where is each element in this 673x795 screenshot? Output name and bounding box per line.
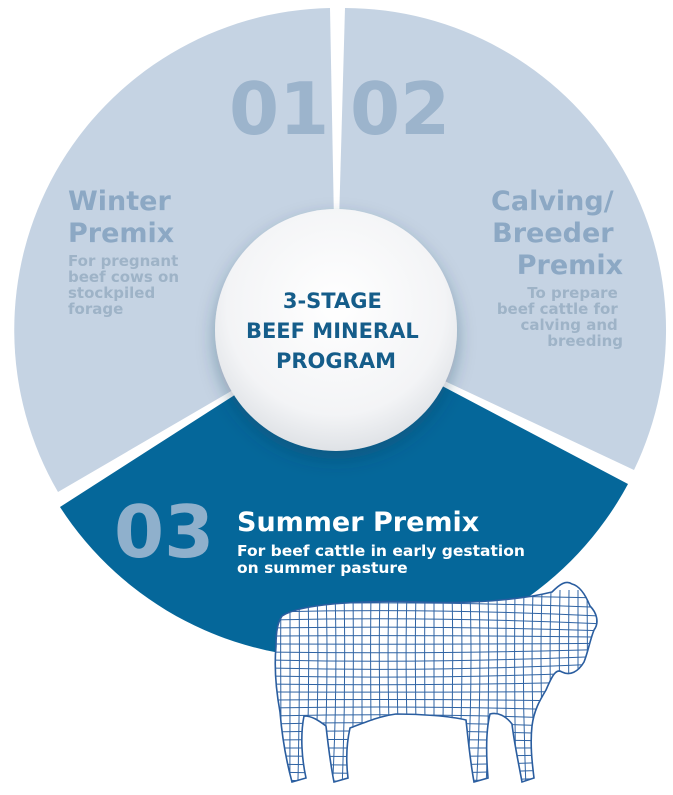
calving-title: Calving/ Breeder Premix bbox=[491, 186, 623, 281]
summer-title: Summer Premix bbox=[237, 507, 479, 538]
winter-description: For pregnant beef cows on stockpiled for… bbox=[68, 252, 184, 318]
winter-title: Winter Premix bbox=[68, 186, 180, 249]
segment-summer bbox=[60, 330, 628, 658]
calving-description: To prepare beef cattle for calving and b… bbox=[497, 284, 623, 350]
wireframe-cow-icon bbox=[274, 581, 598, 784]
stage-number-02: 02 bbox=[350, 67, 450, 151]
stage-number-01: 01 bbox=[229, 67, 329, 151]
center-title: 3-STAGE BEEF MINERAL PROGRAM bbox=[246, 289, 426, 373]
center-circle bbox=[215, 209, 457, 451]
summer-description: For beef cattle in early gestation on su… bbox=[237, 542, 530, 577]
stage-number-03: 03 bbox=[114, 490, 214, 574]
